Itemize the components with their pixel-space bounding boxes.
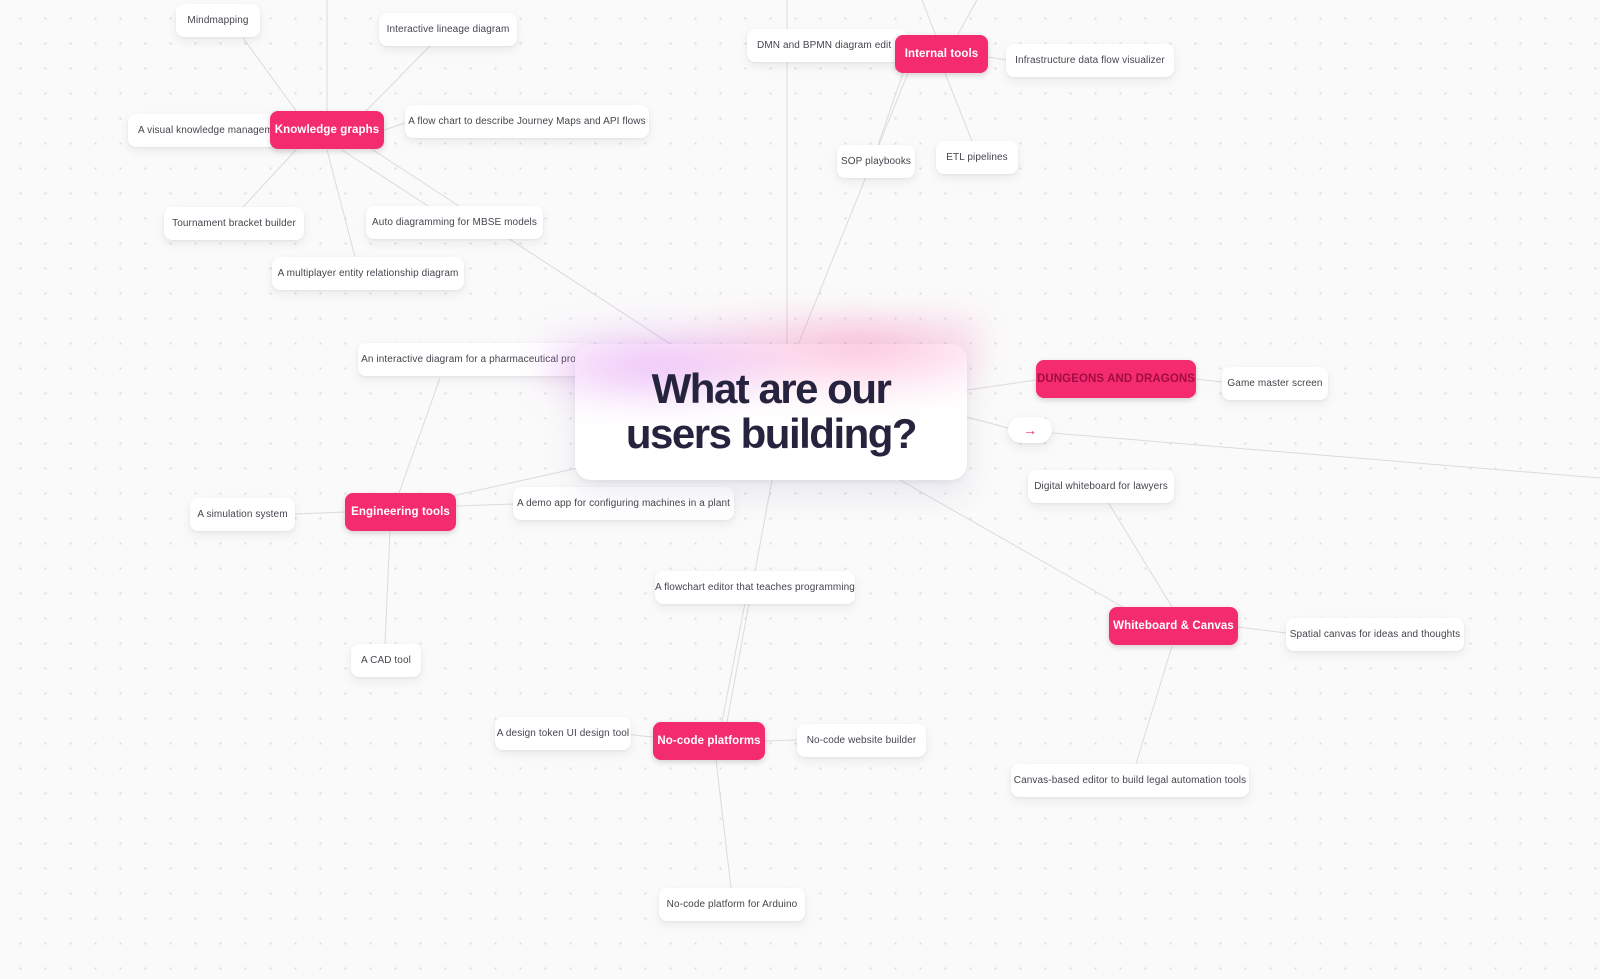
edge-line (242, 37, 298, 113)
leaf-node-label: A flow chart to describe Journey Maps an… (408, 116, 646, 127)
edge-line (721, 602, 746, 723)
leaf-node-mindmapping[interactable]: Mindmapping (176, 4, 260, 37)
leaf-node-demo-app-machines-plant[interactable]: A demo app for configuring machines in a… (513, 487, 734, 520)
leaf-node-label: Infrastructure data flow visualizer (1015, 55, 1165, 66)
edge-line (956, 0, 978, 37)
edge-line (1107, 501, 1173, 608)
edge-line (715, 759, 732, 889)
leaf-node-label: Canvas-based editor to build legal autom… (1013, 775, 1247, 786)
branch-node-knowledge-graphs[interactable]: Knowledge graphs (270, 111, 384, 149)
leaf-node-label: Game master screen (1227, 378, 1323, 389)
edge-line (364, 45, 431, 113)
central-title-line-1: What are our (651, 365, 892, 413)
leaf-node-sop-playbooks[interactable]: SOP playbooks (837, 145, 915, 178)
leaf-node-multiplayer-er-diagram[interactable]: A multiplayer entity relationship diagra… (272, 257, 464, 290)
leaf-node-dmn-bpmn-editor[interactable]: DMN and BPMN diagram edit (747, 29, 907, 62)
leaf-node-label: Auto diagramming for MBSE models (372, 217, 537, 228)
edge-line (877, 72, 904, 146)
edge-line (451, 467, 579, 497)
leaf-node-flowchart-editor-teaches-programming[interactable]: A flowchart editor that teaches programm… (655, 571, 855, 604)
branch-node-no-code-platforms[interactable]: No-code platforms (653, 722, 765, 760)
branch-node-label: DUNGEONS AND DRAGONS (1036, 373, 1196, 385)
leaf-node-cad-tool[interactable]: A CAD tool (351, 644, 421, 677)
leaf-node-canvas-based-legal-automation[interactable]: Canvas-based editor to build legal autom… (1011, 764, 1249, 797)
leaf-node-label: A design token UI design tool (496, 728, 630, 739)
leaf-node-label: Digital whiteboard for lawyers (1034, 481, 1168, 492)
leaf-node-game-master-screen[interactable]: Game master screen (1222, 367, 1328, 400)
branch-node-label: No-code platforms (657, 735, 761, 747)
branch-node-label: Whiteboard & Canvas (1113, 620, 1234, 632)
leaf-node-auto-diagramming-mbse[interactable]: Auto diagramming for MBSE models (366, 206, 543, 239)
leaf-node-label: SOP playbooks (840, 156, 912, 167)
edge-line (1195, 378, 1223, 383)
edge-line (398, 377, 441, 494)
leaf-node-label: A multiplayer entity relationship diagra… (277, 268, 459, 279)
leaf-node-label: An interactive diagram for a pharmaceuti… (361, 354, 592, 365)
edge-line (1135, 645, 1173, 765)
branch-node-internal-tools[interactable]: Internal tools (895, 35, 988, 73)
edge-line (797, 72, 909, 346)
leaf-node-label: Mindmapping (187, 15, 249, 26)
branch-node-label: Knowledge graphs (274, 124, 380, 136)
leaf-node-label: Spatial canvas for ideas and thoughts (1289, 629, 1461, 640)
edge-line (1237, 626, 1287, 634)
edge-line (294, 511, 346, 515)
branch-node-label: Engineering tools (351, 506, 450, 518)
leaf-node-label: A demo app for configuring machines in a… (516, 498, 731, 509)
leaf-node-simulation-system[interactable]: A simulation system (190, 498, 295, 531)
leaf-node-label: Interactive lineage diagram (386, 24, 510, 35)
leaf-node-design-token-ui-tool[interactable]: A design token UI design tool (495, 717, 631, 750)
branch-node-dungeons-and-dragons[interactable]: DUNGEONS AND DRAGONS (1036, 360, 1196, 398)
edge-line (921, 0, 937, 37)
leaf-node-label: A CAD tool (361, 655, 411, 666)
collapsed-branch-pill[interactable]: → (1008, 417, 1052, 443)
edge-line (987, 56, 1007, 61)
edge-line (384, 530, 391, 645)
arrow-right-icon: → (1023, 422, 1037, 438)
edge-line (369, 147, 673, 346)
leaf-node-infrastructure-data-flow-visualizer[interactable]: Infrastructure data flow visualizer (1006, 44, 1174, 77)
leaf-node-no-code-website-builder[interactable]: No-code website builder (797, 724, 926, 757)
edge-line (944, 72, 973, 142)
leaf-node-interactive-lineage-diagram[interactable]: Interactive lineage diagram (379, 13, 517, 46)
edge-line (764, 739, 798, 742)
branch-node-engineering-tools[interactable]: Engineering tools (345, 493, 456, 531)
leaf-node-label: No-code platform for Arduino (666, 899, 798, 910)
leaf-node-label: DMN and BPMN diagram edit (757, 40, 892, 51)
leaf-node-label: ETL pipelines (946, 152, 1008, 163)
leaf-node-label: A simulation system (197, 509, 288, 520)
branch-node-label: Internal tools (904, 48, 979, 60)
branch-node-whiteboard-canvas[interactable]: Whiteboard & Canvas (1109, 607, 1238, 645)
central-title-line-2: users building? (625, 410, 918, 457)
leaf-node-label: Tournament bracket builder (172, 218, 296, 229)
edge-line (242, 149, 297, 208)
leaf-node-label: A visual knowledge managemen (138, 125, 285, 136)
central-topic-card[interactable]: What are our users building? (575, 344, 967, 480)
leaf-node-spatial-canvas-ideas[interactable]: Spatial canvas for ideas and thoughts (1286, 618, 1464, 651)
edge-line (341, 149, 429, 207)
central-topic-title: What are our users building? (625, 365, 918, 457)
leaf-node-flow-chart-journey-maps-api[interactable]: A flow chart to describe Journey Maps an… (405, 105, 649, 138)
leaf-node-label: No-code website builder (806, 735, 917, 746)
edge-line (383, 122, 406, 131)
edge-line (1051, 432, 1600, 479)
leaf-node-etl-pipelines[interactable]: ETL pipelines (936, 141, 1018, 174)
leaf-node-tournament-bracket-builder[interactable]: Tournament bracket builder (164, 207, 304, 240)
edge-line (455, 503, 514, 507)
leaf-node-label: A flowchart editor that teaches programm… (655, 582, 855, 593)
edge-line (326, 149, 356, 258)
leaf-node-no-code-platform-arduino[interactable]: No-code platform for Arduino (659, 888, 805, 921)
leaf-node-digital-whiteboard-lawyers[interactable]: Digital whiteboard for lawyers (1028, 470, 1174, 503)
edge-line (899, 479, 1129, 611)
